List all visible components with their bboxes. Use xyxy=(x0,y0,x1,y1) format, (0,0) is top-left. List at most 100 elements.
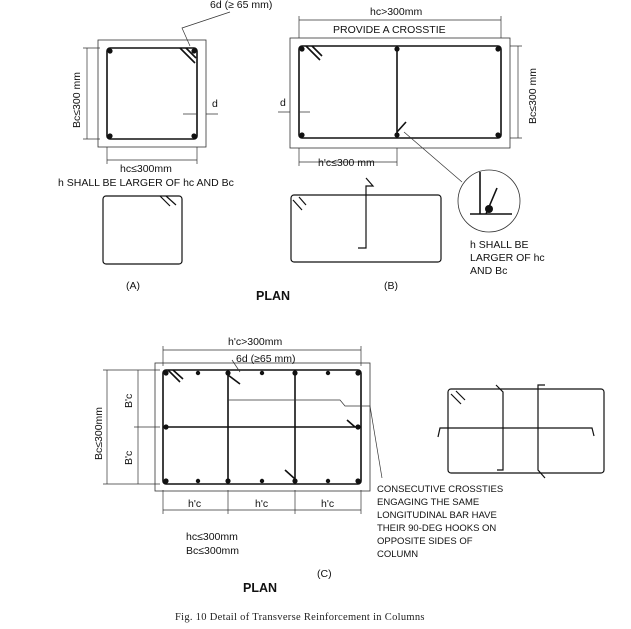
dim-bc-b xyxy=(510,45,522,139)
label-d-a: d xyxy=(212,98,218,110)
note-c-line6: COLUMN xyxy=(377,549,418,560)
column-outline-b xyxy=(289,37,511,149)
tag-b: (B) xyxy=(384,280,398,292)
label-hc-prime-1: h'c xyxy=(188,498,201,510)
dim-hc-c-top xyxy=(162,346,362,366)
label-bc-prime-1: B'c xyxy=(123,394,135,408)
label-hc-prime-3: h'c xyxy=(321,498,334,510)
note-hc-c: hc≤300mm xyxy=(186,531,238,543)
note-c-line3: LONGITUDINAL BAR HAVE xyxy=(377,510,497,521)
bar-b xyxy=(394,132,400,138)
bar-a xyxy=(107,48,113,54)
hook-b xyxy=(305,45,323,61)
detail-bar-b xyxy=(485,205,493,213)
note-c-line4: THEIR 90-DEG HOOKS ON xyxy=(377,523,496,534)
dim-hc-prime xyxy=(162,490,362,514)
tie-detail-c xyxy=(447,388,605,474)
hook-b2 xyxy=(396,121,407,133)
hook-c2 xyxy=(227,374,241,385)
bar-b xyxy=(495,46,501,52)
bar-c xyxy=(355,370,361,376)
crosstie-detail-c-v1 xyxy=(495,384,504,471)
bar-b xyxy=(299,46,305,52)
column-outline-a xyxy=(97,39,207,148)
bar-b xyxy=(495,132,501,138)
leader-note-c xyxy=(228,399,383,479)
label-hook-a: 6d (≥ 65 mm) xyxy=(210,0,272,11)
note-c-line2: ENGAGING THE SAME xyxy=(377,497,479,508)
panel-a: 6d (≥ 65 mm) Bc≤300 mm d hc≤300mm h SHAL… xyxy=(58,0,272,292)
bar-b xyxy=(299,132,305,138)
rule-b-line2: LARGER OF hc xyxy=(470,252,545,264)
dim-bc-prime xyxy=(134,370,160,484)
label-hc-a: hc≤300mm xyxy=(120,163,172,175)
dim-hc-b-bottom xyxy=(298,148,398,166)
leader-detail-b xyxy=(403,131,463,183)
label-bc-c: Bc≤300mm xyxy=(93,407,105,460)
hook-c3 xyxy=(284,469,296,480)
hook-detail-c xyxy=(450,390,466,405)
dim-bc-c xyxy=(103,369,160,485)
hook-detail-b xyxy=(292,196,307,211)
bar-c xyxy=(259,478,265,484)
hook-c4 xyxy=(346,419,356,428)
plan-title-top: PLAN xyxy=(256,289,290,303)
bar-a xyxy=(191,48,197,54)
tie-a xyxy=(106,47,198,140)
bar-c xyxy=(292,478,298,484)
bar-c xyxy=(292,370,298,376)
dim-hc-a xyxy=(106,147,198,164)
label-hc-b-bottom: h'c≤300 mm xyxy=(318,157,375,169)
note-bc-c: Bc≤300mm xyxy=(186,545,239,557)
bar-c xyxy=(259,370,265,376)
panel-c: h'c>300mm 6d (≥65 mm) Bc≤300mm B'c B'c h… xyxy=(93,336,605,595)
bar-c xyxy=(325,478,331,484)
dim-hc-b-top xyxy=(298,16,502,38)
bar-c xyxy=(325,370,331,376)
hook-a xyxy=(179,47,197,64)
bar-c xyxy=(355,478,361,484)
label-hc-c-top: h'c>300mm xyxy=(228,336,282,348)
bar-c xyxy=(163,370,169,376)
figure-caption: Fig. 10 Detail of Transverse Reinforceme… xyxy=(175,612,425,623)
bar-b xyxy=(394,46,400,52)
label-bc-b: Bc≤300 mm xyxy=(527,68,539,124)
rule-a: h SHALL BE LARGER OF hc AND Bc xyxy=(58,177,234,189)
label-hc-b-top: hc>300mm xyxy=(370,6,422,18)
note-c-line5: OPPOSITE SIDES OF xyxy=(377,536,473,547)
label-crosstie-b: PROVIDE A CROSSTIE xyxy=(333,24,446,36)
bar-c xyxy=(195,478,201,484)
rule-b-line3: AND Bc xyxy=(470,265,507,277)
hook-c1 xyxy=(167,369,184,383)
bar-c xyxy=(163,424,169,430)
label-bc-a: Bc≤300 mm xyxy=(71,72,83,128)
tag-a: (A) xyxy=(126,280,140,292)
bar-c xyxy=(163,478,169,484)
crosstie-detail-b xyxy=(358,177,375,249)
bar-c xyxy=(195,370,201,376)
bar-a xyxy=(191,133,197,139)
crosstie-detail-c-h xyxy=(437,427,595,438)
bar-c xyxy=(225,478,231,484)
leader-6d-c xyxy=(231,359,241,373)
detail-circle-b xyxy=(457,169,521,233)
hook-detail-a xyxy=(159,195,177,207)
bar-c xyxy=(225,370,231,376)
bar-c xyxy=(355,424,361,430)
panel-b: hc>300mm PROVIDE A CROSSTIE Bc≤300 mm d … xyxy=(256,6,545,303)
label-hook-c: 6d (≥65 mm) xyxy=(236,353,295,365)
dim-bc-a xyxy=(83,47,100,140)
rule-b-line1: h SHALL BE xyxy=(470,239,529,251)
label-d-b: d xyxy=(280,97,286,109)
label-bc-prime-2: B'c xyxy=(123,451,135,465)
label-hc-prime-2: h'c xyxy=(255,498,268,510)
tie-detail-a xyxy=(102,195,183,265)
note-c-line1: CONSECUTIVE CROSSTIES xyxy=(377,484,503,495)
bar-a xyxy=(107,133,113,139)
tag-c: (C) xyxy=(317,568,332,580)
tie-b-outer xyxy=(298,45,502,139)
leader-6d-a xyxy=(181,11,231,47)
crosstie-detail-c-v2 xyxy=(537,384,546,479)
plan-title-bottom: PLAN xyxy=(243,581,277,595)
